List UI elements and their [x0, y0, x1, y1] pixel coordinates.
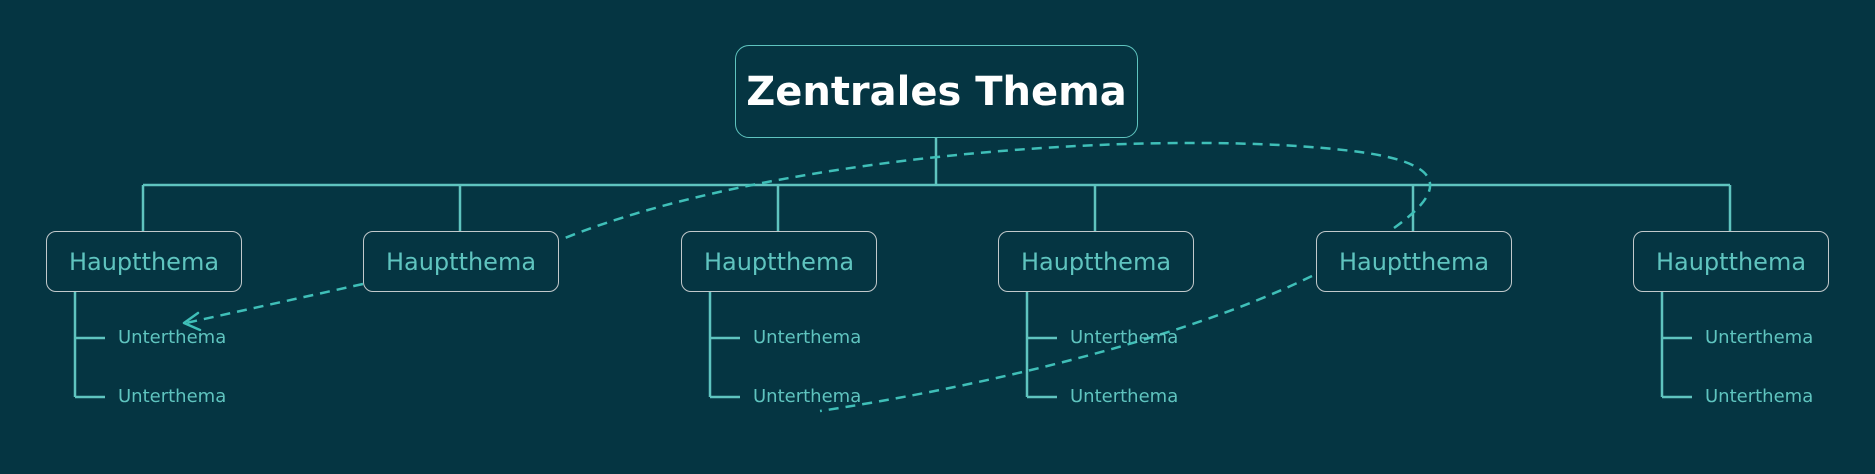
subtopic-4-1[interactable]: Unterthema [1070, 327, 1179, 348]
relationship-line-a [559, 141, 1432, 242]
subtopic-4-2[interactable]: Unterthema [1070, 386, 1179, 407]
main-topic-1[interactable]: Hauptthema [46, 231, 242, 292]
sub-bracket-3 [708, 292, 740, 399]
central-topic[interactable]: Zentrales Thema [735, 45, 1138, 138]
main-topic-3[interactable]: Hauptthema [681, 231, 877, 292]
sub-bracket-1 [73, 292, 105, 399]
subtopic-6-2[interactable]: Unterthema [1705, 386, 1814, 407]
sub-bracket-4 [1025, 292, 1057, 399]
relationship-line-b [185, 282, 364, 325]
subtopic-1-1[interactable]: Unterthema [118, 327, 227, 348]
main-topic-6[interactable]: Hauptthema [1633, 231, 1829, 292]
subtopic-1-2[interactable]: Unterthema [118, 386, 227, 407]
relationship-line-c [819, 274, 1313, 413]
subtopic-3-1[interactable]: Unterthema [753, 327, 862, 348]
main-topic-4[interactable]: Hauptthema [998, 231, 1194, 292]
main-topic-2[interactable]: Hauptthema [363, 231, 559, 292]
main-topic-5[interactable]: Hauptthema [1316, 231, 1512, 292]
arrowhead-icon [182, 311, 202, 332]
subtopic-3-2[interactable]: Unterthema [753, 386, 862, 407]
subtopic-6-1[interactable]: Unterthema [1705, 327, 1814, 348]
sub-bracket-6 [1660, 292, 1692, 399]
